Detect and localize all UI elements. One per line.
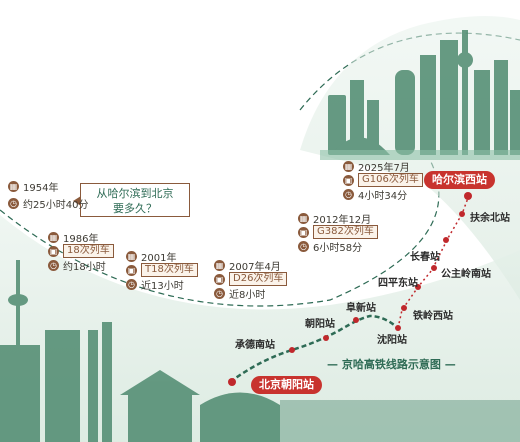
calendar-icon: ▦	[48, 231, 59, 243]
station-fuxin: 阜新站	[346, 303, 376, 314]
station-tieling-west: 铁岭西站	[413, 311, 453, 322]
train-icon: ▣	[343, 174, 354, 186]
milestone-year: 2001年	[141, 252, 177, 264]
calendar-icon: ▦	[298, 212, 309, 224]
clock-icon: ◷	[126, 278, 137, 290]
clock-icon: ◷	[214, 287, 225, 299]
milestone-year: 1954年	[23, 182, 59, 194]
caption-dash-left: —	[327, 358, 338, 371]
harbin-skyline	[328, 30, 520, 155]
station-chaoyang: 朝阳站	[305, 319, 335, 330]
calendar-icon: ▦	[214, 259, 225, 271]
map-caption: — 京哈高铁线路示意图 —	[327, 356, 456, 372]
milestone-duration: 约18小时	[63, 261, 106, 273]
milestone-train: T18次列车	[141, 263, 198, 277]
train-icon: ▣	[48, 245, 59, 257]
beijing-skyline	[0, 260, 520, 442]
clock-icon: ◷	[8, 197, 19, 209]
dashed-arc	[0, 159, 440, 307]
caption-dash-right: —	[444, 358, 456, 371]
milestone-duration: 近8小时	[229, 289, 266, 301]
station-chengde-south: 承德南站	[235, 340, 275, 351]
milestone-train: D26次列车	[229, 272, 288, 286]
clock-icon: ◷	[343, 188, 354, 200]
milestone-duration: 4小时34分	[358, 190, 408, 202]
caption-text: 京哈高铁线路示意图	[341, 358, 441, 371]
clock-icon: ◷	[298, 240, 309, 252]
milestone-duration: 6小时58分	[313, 242, 363, 254]
station-fuyu-north: 扶余北站	[470, 213, 510, 224]
question-box: 从哈尔滨到北京 要多久？	[73, 183, 190, 217]
calendar-icon: ▦	[126, 250, 137, 262]
station-beijing-chaoyang: 北京朝阳站	[251, 376, 322, 394]
calendar-icon: ▦	[8, 180, 19, 192]
station-dots	[228, 192, 472, 386]
train-icon: ▣	[214, 273, 225, 285]
milestone-duration: 约25小时40分	[23, 199, 89, 211]
milestone-train: 18次列车	[63, 244, 114, 258]
station-changchun: 长春站	[410, 252, 440, 263]
train-icon: ▣	[126, 264, 137, 276]
station-gongzhuling-south: 公主岭南站	[441, 269, 491, 280]
station-shenyang: 沈阳站	[377, 335, 407, 346]
milestone-train: G382次列车	[313, 225, 378, 239]
dashed-arc-top	[299, 32, 520, 111]
calendar-icon: ▦	[343, 160, 354, 172]
question-line1: 从哈尔滨到北京	[96, 187, 174, 200]
question-line2: 要多久？	[113, 202, 157, 215]
milestone-year: 2025年7月	[358, 162, 410, 174]
clock-icon: ◷	[48, 259, 59, 271]
station-siping-east: 四平东站	[378, 278, 418, 289]
milestone-year: 2007年4月	[229, 261, 281, 273]
milestone-train: G106次列车	[358, 173, 423, 187]
station-harbin-west: 哈尔滨西站	[424, 171, 495, 189]
milestone-year: 1986年	[63, 233, 99, 245]
milestone-duration: 近13小时	[141, 280, 184, 292]
milestone-year: 2012年12月	[313, 214, 372, 226]
train-icon: ▣	[298, 226, 309, 238]
